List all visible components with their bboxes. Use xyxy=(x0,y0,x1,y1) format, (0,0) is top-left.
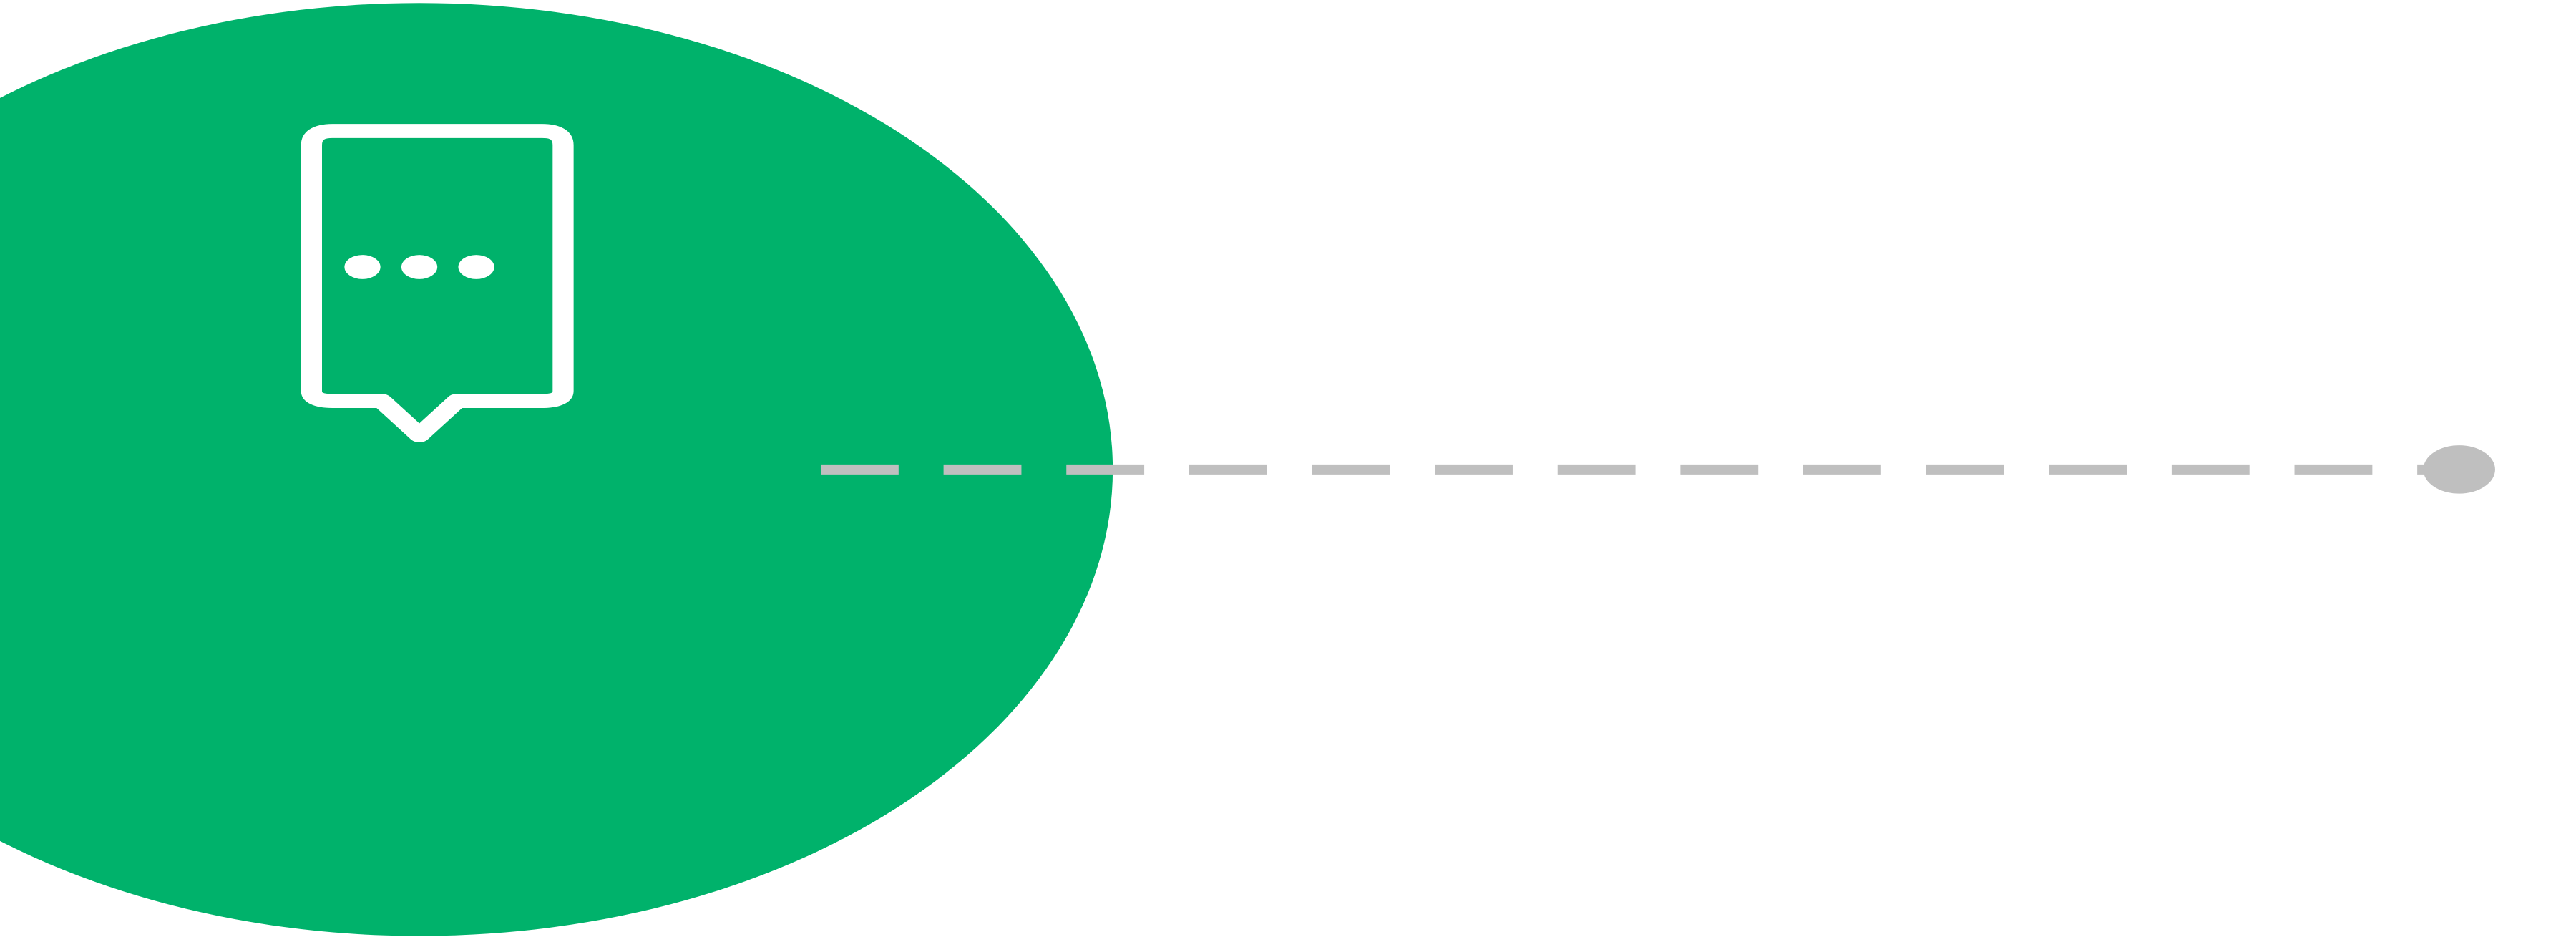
chat-bubble-ellipsis-icon xyxy=(301,124,574,442)
end-dot-icon xyxy=(2423,445,2495,494)
dot-icon xyxy=(344,255,381,279)
step-node-circle xyxy=(0,3,1113,936)
dot-icon xyxy=(458,255,494,279)
ellipsis-dots xyxy=(344,255,494,279)
dot-icon xyxy=(401,255,438,279)
